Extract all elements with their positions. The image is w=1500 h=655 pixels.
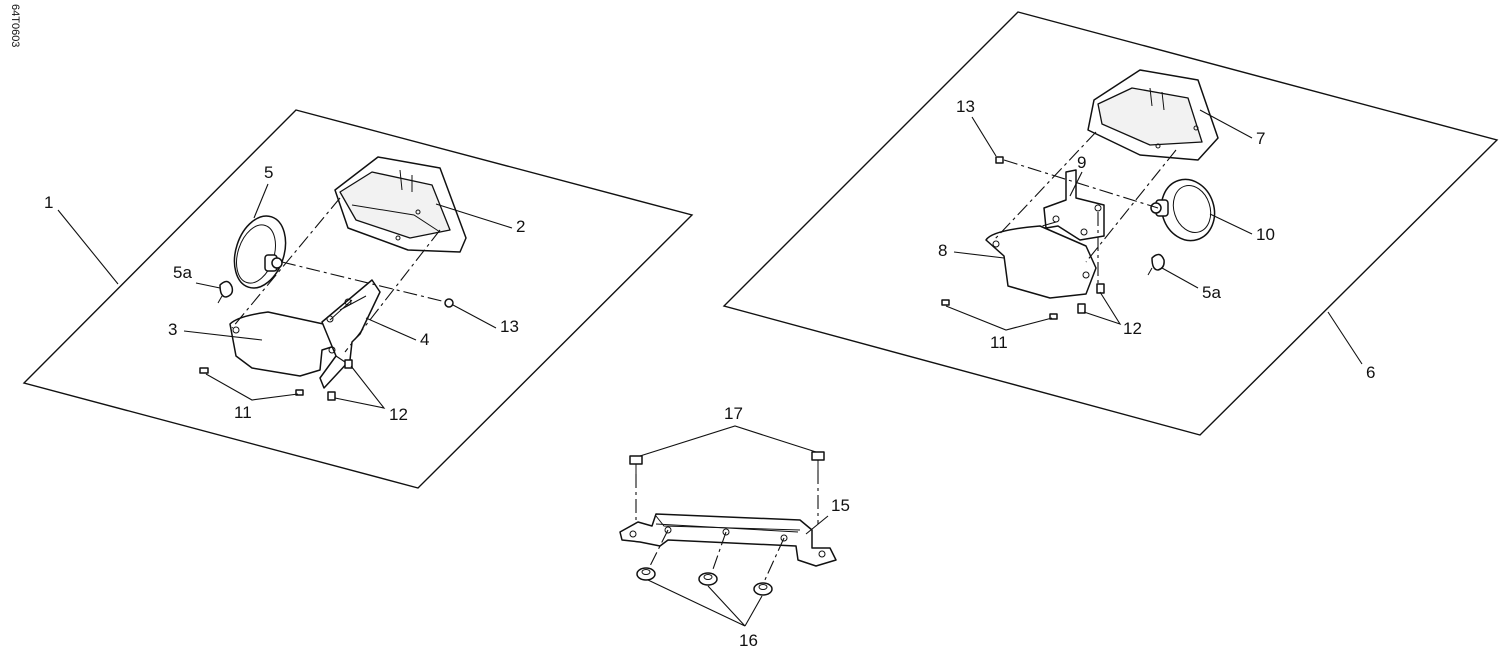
grommets-16	[636, 567, 773, 596]
callout-12-right: 12	[1123, 319, 1142, 338]
callout-13-right: 13	[956, 97, 975, 116]
callout-9: 9	[1077, 153, 1086, 172]
callout-16: 16	[739, 631, 758, 650]
bulb-left	[217, 280, 234, 304]
callout-7: 7	[1256, 129, 1265, 148]
headlight-lamp-right	[1150, 178, 1216, 242]
headlight-housing-left	[334, 156, 467, 253]
callout-5a-right: 5a	[1202, 283, 1221, 302]
callout-2: 2	[516, 217, 525, 236]
callout-5: 5	[264, 163, 273, 182]
callout-6: 6	[1366, 363, 1375, 382]
headlight-housing-right	[1087, 69, 1219, 161]
callout-4: 4	[420, 330, 429, 349]
callout-15: 15	[831, 496, 850, 515]
callout-13-left: 13	[500, 317, 519, 336]
right-headlight-assembly	[722, 11, 1499, 436]
callout-17: 17	[724, 404, 743, 423]
right-callouts: 13 7 9 8 10 5a 11 12 6	[938, 97, 1375, 382]
callout-8: 8	[938, 241, 947, 260]
callout-10: 10	[1256, 225, 1275, 244]
headlight-lamp-left	[233, 215, 287, 289]
callout-1: 1	[44, 193, 53, 212]
assembly-6-plate	[722, 11, 1499, 436]
left-callouts: 1 5 5a 2 3 4 13 11 12	[44, 163, 525, 424]
callout-12-left: 12	[389, 405, 408, 424]
callout-5a-left: 5a	[173, 263, 192, 282]
bracket-right	[1043, 169, 1105, 241]
callout-11-left: 11	[234, 403, 252, 422]
left-headlight-assembly	[22, 109, 694, 489]
bracket-left	[319, 279, 381, 389]
mounting-bracket-15	[619, 513, 837, 567]
callout-11-right: 11	[990, 333, 1008, 352]
cover-plate-right	[985, 225, 1097, 299]
center-callouts: 17 15 16	[639, 404, 850, 650]
screws-left	[199, 298, 454, 401]
bulb-right	[1147, 253, 1165, 276]
bolts-17	[629, 451, 825, 474]
callout-3: 3	[168, 320, 177, 339]
mounting-bracket-assembly	[619, 451, 837, 596]
drawing-code: 64T0603	[9, 4, 21, 47]
